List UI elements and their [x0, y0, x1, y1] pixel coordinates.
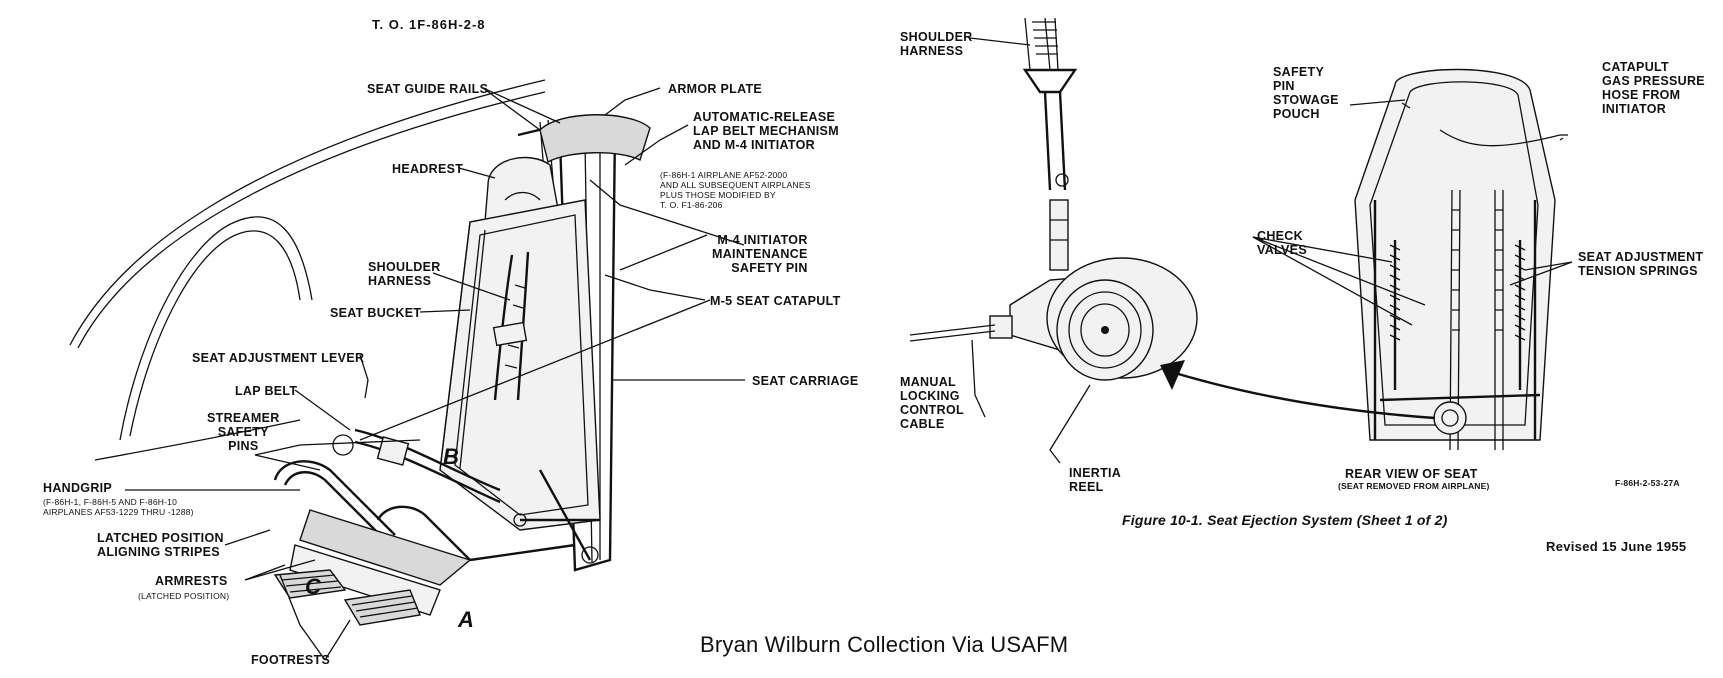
label-m5-seat-catapult: M-5 SEAT CATAPULT — [710, 294, 841, 308]
label-rear-view-of-seat: REAR VIEW OF SEAT — [1345, 467, 1478, 481]
label-shoulder-harness-left: SHOULDER HARNESS — [368, 260, 441, 288]
label-check-valves: CHECK VALVES — [1257, 229, 1307, 257]
label-seat-adjustment-lever: SEAT ADJUSTMENT LEVER — [192, 351, 365, 365]
label-armrests: ARMRESTS — [155, 574, 228, 588]
label-catapult-gas-pressure-hose: CATAPULT GAS PRESSURE HOSE FROM INITIATO… — [1602, 60, 1705, 116]
label-auto-release-note: (F-86H-1 AIRPLANE AF52-2000 AND ALL SUBS… — [660, 170, 811, 210]
label-auto-release-mechanism: AUTOMATIC-RELEASE LAP BELT MECHANISM AND… — [693, 110, 839, 152]
label-seat-bucket: SEAT BUCKET — [330, 306, 422, 320]
document-header: T. O. 1F-86H-2-8 — [372, 17, 486, 32]
figure-caption: Figure 10-1. Seat Ejection System (Sheet… — [1122, 512, 1448, 528]
label-lap-belt: LAP BELT — [235, 384, 298, 398]
seat-carriage-linkage — [469, 469, 600, 564]
label-safety-pin-stowage-pouch: SAFETY PIN STOWAGE POUCH — [1273, 65, 1339, 121]
label-shoulder-harness-middle: SHOULDER HARNESS — [900, 30, 973, 58]
label-headrest: HEADREST — [392, 162, 464, 176]
inertia-reel-assembly — [909, 17, 1198, 464]
figure-code: F-86H-2-53-27A — [1615, 478, 1680, 488]
label-seat-guide-rails: SEAT GUIDE RAILS — [367, 82, 489, 96]
shoulder-harness-straps — [492, 251, 530, 401]
callout-a: A — [458, 607, 475, 632]
callout-b: B — [443, 444, 460, 469]
footrests — [273, 569, 421, 626]
label-armor-plate: ARMOR PLATE — [668, 82, 763, 96]
label-seat-carriage: SEAT CARRIAGE — [752, 374, 859, 388]
canopy-outline — [69, 79, 546, 461]
label-inertia-reel: INERTIA REEL — [1069, 466, 1122, 494]
label-footrests: FOOTRESTS — [251, 653, 331, 667]
label-manual-locking-control-cable: MANUAL LOCKING CONTROL CABLE — [900, 375, 964, 431]
label-latched-position-stripes: LATCHED POSITION ALIGNING STRIPES — [97, 531, 224, 559]
label-handgrip: HANDGRIP — [43, 481, 113, 495]
label-seat-adjustment-tension-springs: SEAT ADJUSTMENT TENSION SPRINGS — [1578, 250, 1704, 278]
callout-c: C — [305, 574, 322, 599]
left-leader-lines — [125, 87, 745, 661]
label-armrests-note: (LATCHED POSITION) — [138, 591, 230, 601]
rear-view-seat — [1160, 68, 1573, 451]
label-rear-view-note: (SEAT REMOVED FROM AIRPLANE) — [1338, 481, 1490, 491]
label-handgrip-note: (F-86H-1, F-86H-5 AND F-86H-10 AIRPLANES… — [43, 497, 194, 517]
collection-credit: Bryan Wilburn Collection Via USAFM — [700, 632, 1069, 657]
label-streamer-safety-pins: STREAMER SAFETY PINS — [207, 411, 280, 453]
lap-belt — [332, 428, 501, 504]
label-m4-initiator-safety-pin: M-4 INITIATOR MAINTENANCE SAFETY PIN — [712, 233, 808, 275]
revision-date: Revised 15 June 1955 — [1546, 539, 1687, 554]
seat-armor-and-headrest — [484, 114, 651, 227]
